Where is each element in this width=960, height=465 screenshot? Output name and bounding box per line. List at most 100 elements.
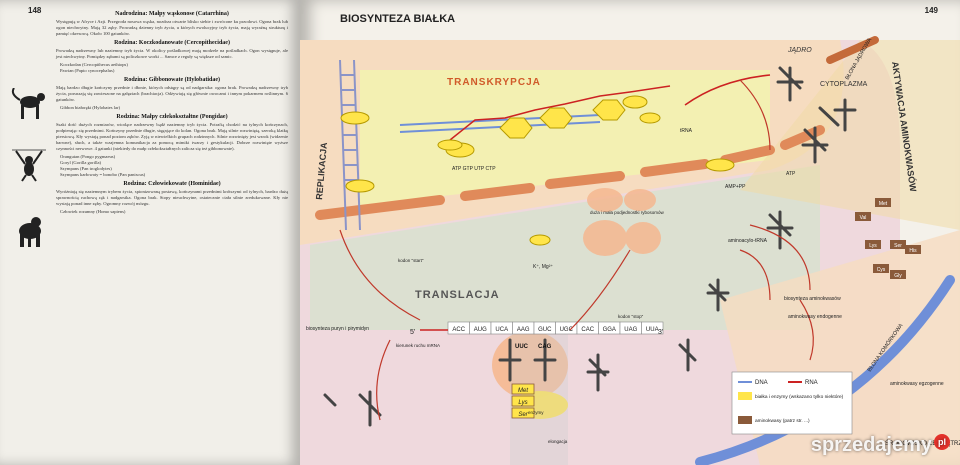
section-title: Rodzina: Człowiekowate (Hominidae) (123, 181, 221, 187)
rna-strand (684, 74, 771, 106)
monkey-icon (11, 88, 45, 119)
legend-proteins: białka i enzymy (wskazano tylko niektóre… (755, 394, 844, 400)
label-cytoplasm: CYTOPLAZMA (820, 81, 868, 88)
codon-label: CAC (581, 327, 594, 333)
label-ribosome-subunits: duża i mała podjednostki rybosomów (590, 210, 665, 215)
label-transcription: TRANSKRYPCJA (447, 77, 541, 88)
label-start-codon: kodon "start" (398, 258, 424, 263)
amino-acid-label: Gly (894, 273, 902, 279)
codon-cell: GUC (533, 321, 556, 335)
codon-label: GUC (538, 327, 552, 333)
watermark-brand: sprzedajemy (810, 434, 932, 456)
chain-amino-acid: Lys (511, 395, 535, 407)
label-5prime: 5' (410, 329, 415, 336)
translation-band (310, 165, 820, 330)
label-aa-biosynthesis: biosynteza aminokwasów (784, 296, 841, 302)
codon-cell: UGC (555, 321, 578, 335)
label-mrna-direction: kierunek ruchu mRNA (396, 343, 440, 348)
chain-amino-acid-label: Ser (518, 412, 528, 418)
codon-cell: UUA (641, 321, 664, 335)
legend-amino: aminokwasy (patrz str. ...) (755, 418, 810, 424)
nuclear-membrane (315, 125, 825, 220)
codon-cell: GGA (598, 321, 621, 335)
section-body: Występują w Afryce i Azji. Przegroda nos… (56, 19, 288, 36)
codon-label: AAG (517, 327, 530, 333)
trna-molecules (323, 66, 857, 427)
label-aa-endogenous: aminokwasy endogenne (788, 314, 842, 320)
chain-amino-acid: Met (511, 383, 535, 395)
section-body: Prowadzą nadrzewny lub naziemny tryb życ… (56, 48, 288, 59)
amino-acid-tag: Met (875, 198, 891, 207)
legend: DNA RNA białka i enzymy (wskazano tylko … (731, 371, 853, 435)
amino-acid-label: Val (860, 215, 867, 221)
list-item: Goryl (Gorilla gorilla) (60, 160, 102, 165)
chimpanzee-icon (19, 217, 41, 247)
diagram-title: BIOSYNTEZA BIAŁKA (340, 13, 455, 25)
chain-amino-acid-label: Met (518, 388, 528, 394)
label-atp-gtp: ATP GTP UTP CTP (452, 166, 496, 172)
codon-label: AUG (474, 327, 487, 333)
anticodon-2: CAG (538, 344, 552, 350)
chain-amino-acid-label: Lys (518, 400, 527, 406)
text-column: Nadrodzina: Małpy wąskonose (Catarrhina)… (56, 8, 288, 215)
list-item: Człowiek rozumny (Homo sapiens) (60, 209, 126, 214)
legend-dna: DNA (755, 380, 768, 386)
list-item: Szympans karłowaty = bonobo (Pan paniscu… (60, 172, 146, 177)
label-aa-exogenous: aminokwasy egzogenne (890, 381, 944, 387)
anticodon-1: UUC (515, 344, 529, 350)
right-page: 149 (300, 0, 960, 465)
list-item: Szympans (Pan troglodytes) (60, 166, 112, 171)
codon-cell: AUG (469, 321, 492, 335)
codon-cell: CAC (576, 321, 599, 335)
label-k-mg: K⁺, Mg²⁺ (533, 264, 553, 270)
section-title: Rodzina: Koczkodanowate (Cercopithecidae… (114, 40, 230, 46)
amino-acid-tag: Gly (890, 270, 906, 279)
codon-cell: AAG (512, 321, 535, 335)
label-stop-codon: kodon "stop" (618, 314, 644, 319)
codon-label: GGA (603, 327, 616, 333)
page-number-left: 148 (28, 6, 42, 15)
amino-acid-tag: His (905, 245, 921, 254)
label-elongation: elongacja (548, 439, 568, 444)
amino-acid-label: His (909, 248, 917, 254)
gibbon-icon (12, 149, 46, 182)
section-title: Nadrodzina: Małpy wąskonose (Catarrhina) (115, 11, 229, 17)
watermark-tld: pl (934, 434, 950, 450)
amino-acid-label: Met (879, 201, 888, 207)
label-trna: tRNA (680, 128, 693, 134)
section-body: Wyróżniają się naziemnym trybem życia, s… (56, 189, 288, 206)
label-translation: TRANSLACJA (415, 289, 500, 301)
list-item: Pawian (Papio cynocephalus) (60, 68, 115, 73)
amino-acid-tag: Cys (873, 264, 889, 273)
amino-acid-label: Ser (894, 243, 902, 249)
process-arrows (339, 79, 814, 421)
label-3prime: 3' (658, 329, 663, 336)
list-item: Orangutan (Pongo pygmaeus) (60, 154, 116, 159)
label-amp-pp: AMP+PP (725, 184, 746, 190)
section-body: Ssaki dość dużych rozmiarów, wiodące nad… (56, 122, 288, 151)
amino-acid-tag: Ser (890, 240, 906, 249)
label-atp: ATP (786, 171, 796, 177)
codon-cell: UCA (490, 321, 513, 335)
label-enzymes: enzymy (528, 410, 544, 415)
label-nucleus: JĄDRO (787, 47, 812, 54)
codon-cell: UAG (619, 321, 642, 335)
left-page: 148 Nadrodzina: Małpy wąskonose (Catarrh… (0, 0, 300, 465)
ribosome-subunits (583, 188, 661, 256)
nuclear-membrane-upper (826, 36, 879, 64)
amino-acid-label: Cys (877, 267, 886, 273)
label-purine-biosynthesis: biosynteza puryn i pirymidyn (306, 326, 369, 332)
legend-rna: RNA (805, 380, 818, 386)
activation-region (740, 40, 960, 230)
section-title: Rodzina: Małpy człekokształtne (Pongidae… (116, 114, 228, 120)
section-body: Mają bardzo długie kończyny przednie i d… (56, 85, 288, 102)
codon-cell: ACC (447, 321, 470, 335)
codon-label: UUA (646, 327, 659, 333)
chain-amino-acid: Ser (511, 407, 535, 419)
label-environment: ŚRODOWISKO ZEWNĘTRZNE (885, 439, 960, 447)
codon-label: ACC (452, 327, 465, 333)
